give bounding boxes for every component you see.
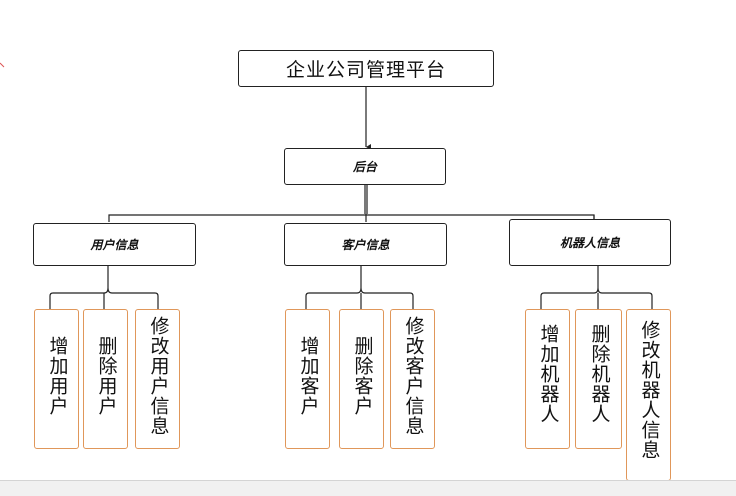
leaf-add-customer: 增加客户 <box>285 309 330 449</box>
group-label: 用户信息 <box>90 238 139 252</box>
backend-node: 后台 <box>284 148 446 185</box>
leaf-edit-user-info: 修改用户信息 <box>135 309 180 449</box>
group3-brace <box>540 287 653 309</box>
group-node-user-info: 用户信息 <box>33 223 196 266</box>
edge-mark <box>0 62 5 68</box>
leaf-add-robot: 增加机器人 <box>525 309 570 449</box>
leaf-edit-customer-info: 修改客户信息 <box>390 309 435 449</box>
leaf-label: 增加机器人 <box>537 324 560 424</box>
leaf-label: 修改用户信息 <box>147 316 170 436</box>
group-node-customer-info: 客户信息 <box>284 223 447 266</box>
bottom-scrollbar[interactable] <box>0 480 736 496</box>
leaf-add-user: 增加用户 <box>34 309 79 449</box>
leaf-label: 增加用户 <box>46 336 69 416</box>
leaf-delete-robot: 删除机器人 <box>575 309 622 449</box>
group-node-robot-info: 机器人信息 <box>509 219 671 266</box>
leaf-delete-user: 删除用户 <box>83 309 128 449</box>
leaf-edit-robot-info: 修改机器人信息 <box>626 309 671 481</box>
group-label: 机器人信息 <box>559 236 620 250</box>
leaf-label: 删除机器人 <box>588 324 611 424</box>
group2-brace <box>305 287 414 309</box>
group-label: 客户信息 <box>341 238 390 252</box>
leaf-label: 修改机器人信息 <box>638 320 661 460</box>
leaf-label: 修改客户信息 <box>402 316 425 436</box>
leaf-label: 增加客户 <box>297 336 320 416</box>
leaf-label: 删除用户 <box>95 336 118 416</box>
root-node: 企业公司管理平台 <box>238 50 494 87</box>
backend-label: 后台 <box>352 160 377 174</box>
leaf-label: 删除客户 <box>351 336 374 416</box>
root-label: 企业公司管理平台 <box>285 59 446 81</box>
leaf-delete-customer: 删除客户 <box>339 309 384 449</box>
